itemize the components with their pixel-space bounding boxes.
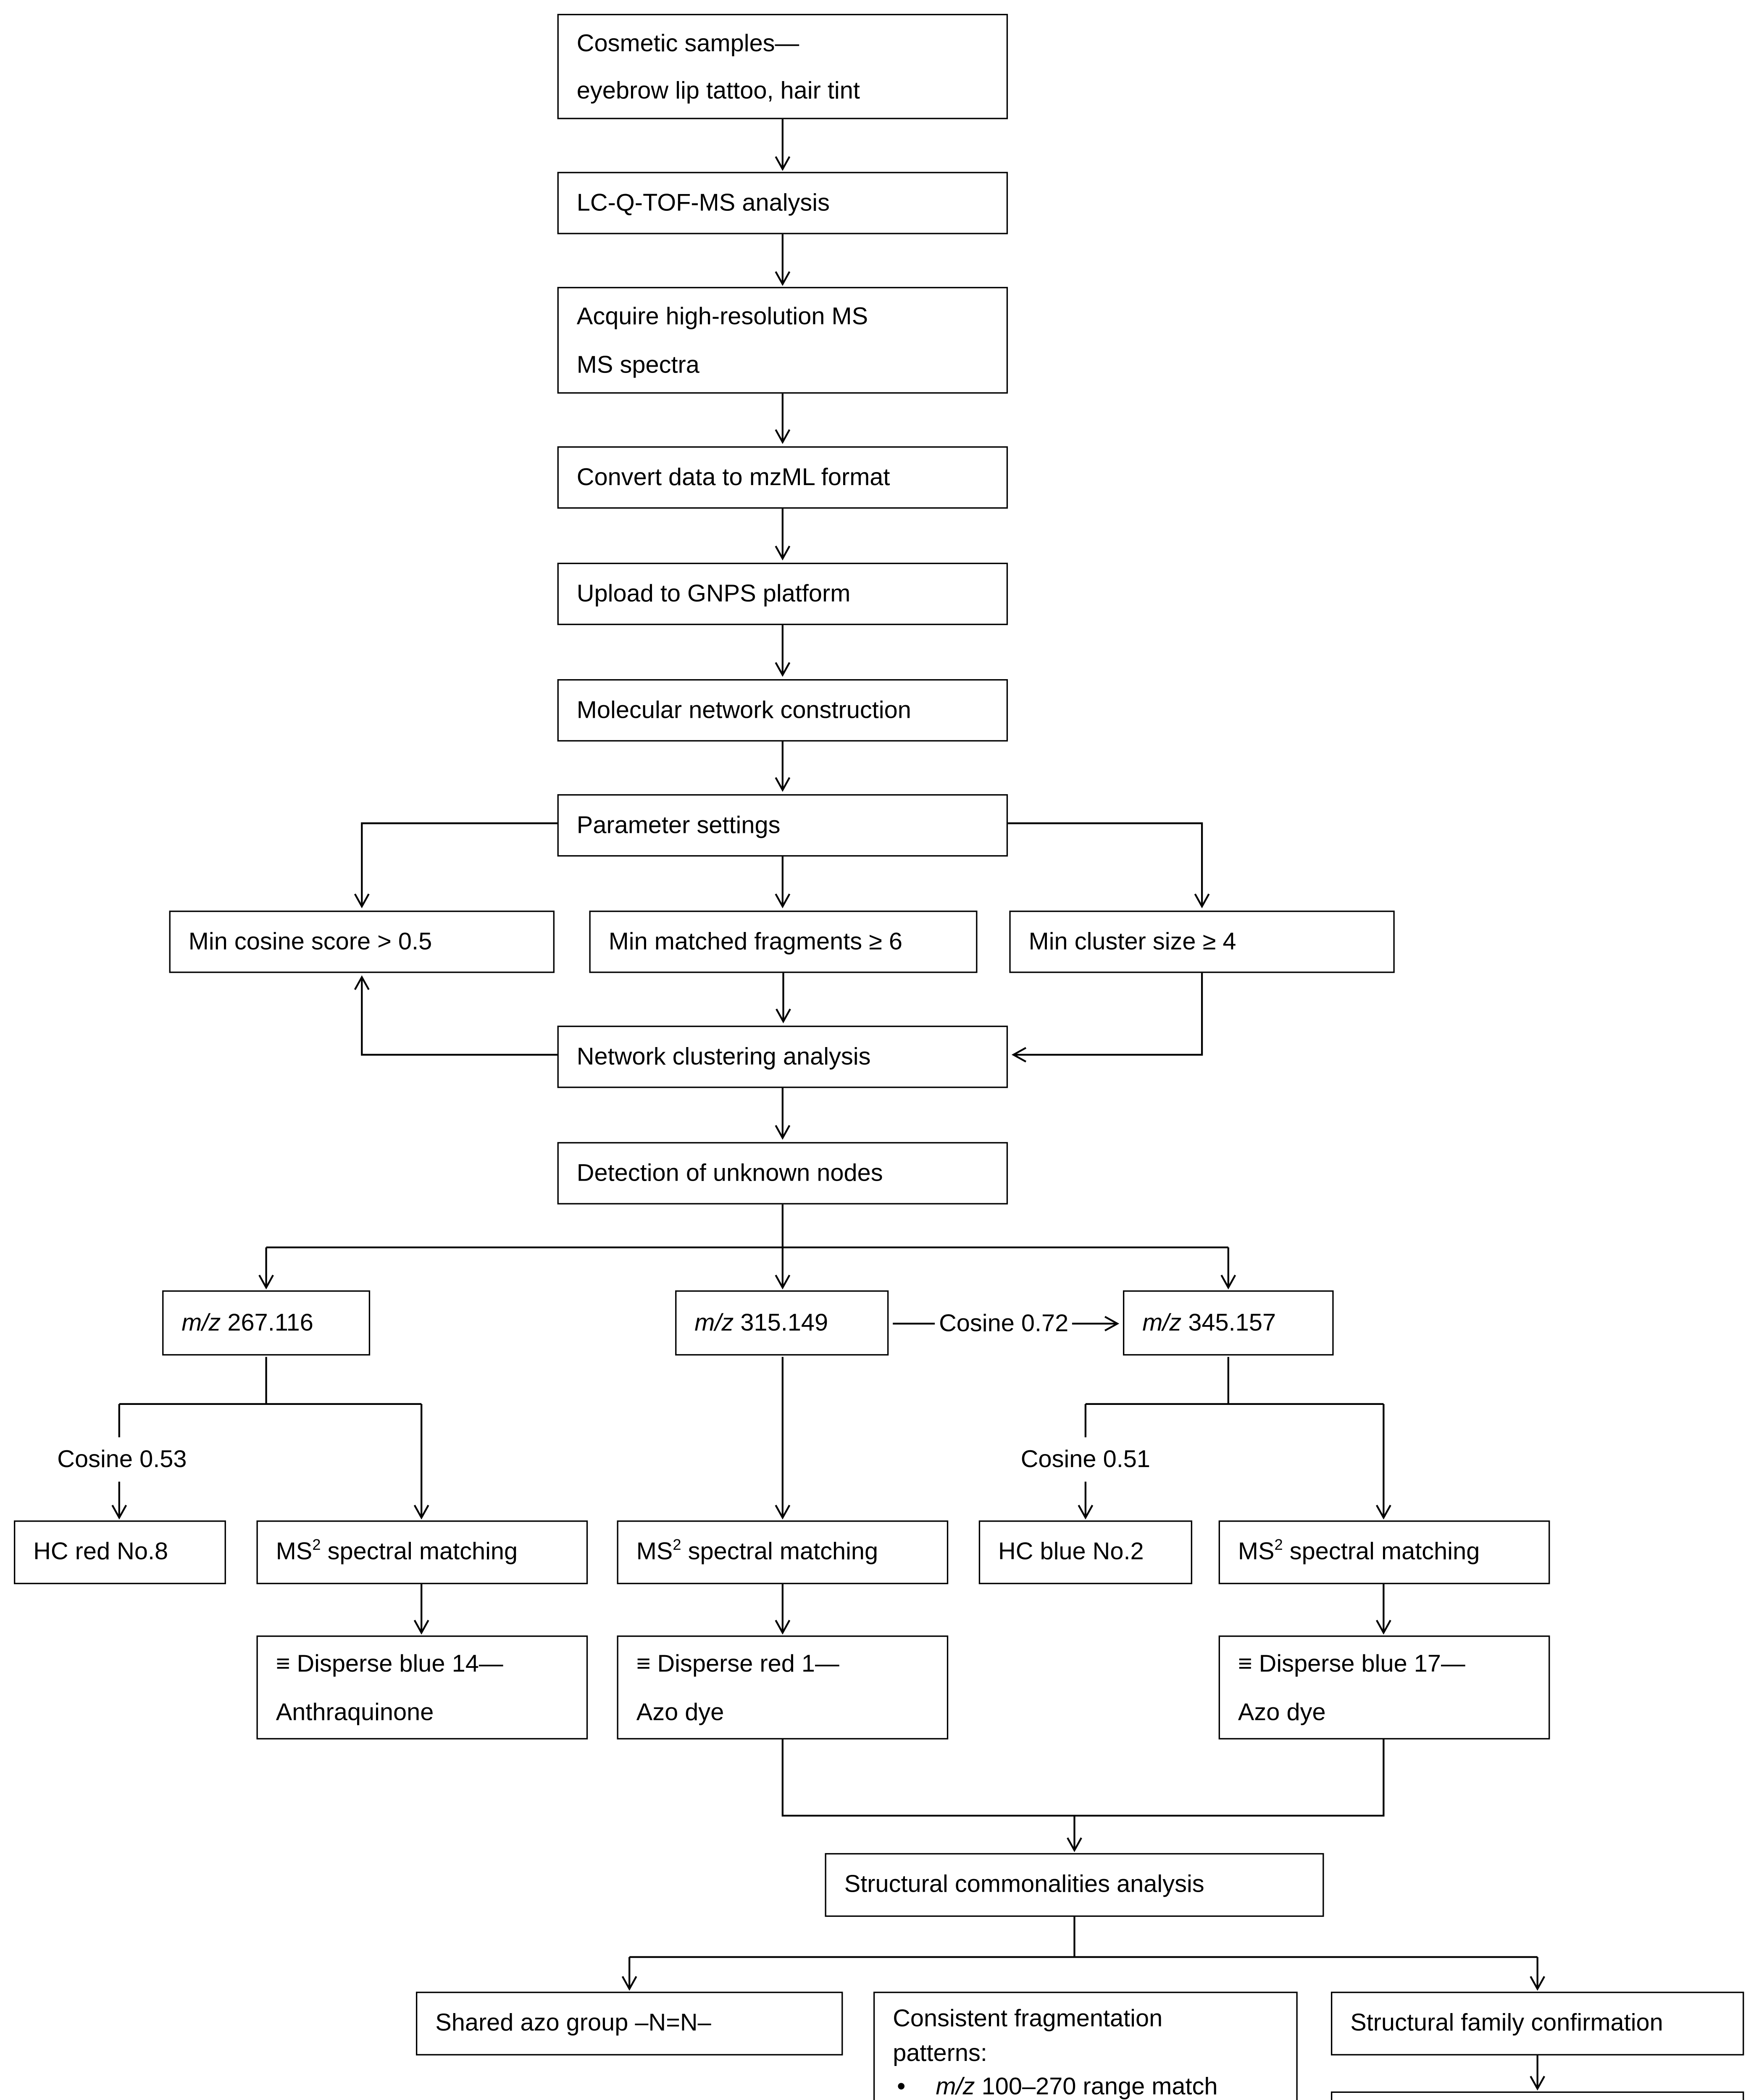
node-min-matched-fragments: Min matched fragments ≥ 6 bbox=[589, 911, 978, 973]
node-hc-blue-no2: HC blue No.2 bbox=[978, 1520, 1192, 1584]
node-label: Min cosine score > 0.5 bbox=[188, 927, 432, 955]
node-label-line: Azo dye bbox=[636, 1697, 724, 1725]
node-ms2-spectral-matching-right: MS2 spectral matching bbox=[1218, 1520, 1550, 1584]
ms2-post: spectral matching bbox=[681, 1537, 878, 1565]
node-convert-mzml: Convert data to mzML format bbox=[557, 446, 1008, 509]
edge-label-cosine-053: Cosine 0.53 bbox=[53, 1445, 191, 1474]
bullet-text: 100–270 range match bbox=[975, 2072, 1218, 2100]
node-lcqtofms-analysis: LC-Q-TOF-MS analysis bbox=[557, 172, 1008, 234]
node-disperse-blue-17: ≡ Disperse blue 17— Azo dye bbox=[1218, 1635, 1550, 1740]
node-label: Detection of unknown nodes bbox=[576, 1158, 883, 1186]
ms2-sup: 2 bbox=[673, 1537, 681, 1554]
node-mz-345: m/z 345.157 bbox=[1123, 1290, 1334, 1356]
ms2-post: spectral matching bbox=[1283, 1537, 1480, 1565]
node-label: MS2 spectral matching bbox=[276, 1537, 518, 1567]
node-label: HC red No.8 bbox=[33, 1537, 168, 1565]
node-structural-commonalities: Structural commonalities analysis bbox=[825, 1853, 1324, 1917]
node-detection-unknown-nodes: Detection of unknown nodes bbox=[557, 1142, 1008, 1205]
node-label: Convert data to mzML format bbox=[576, 462, 890, 490]
edge-label-cosine-072: Cosine 0.72 bbox=[935, 1309, 1073, 1339]
node-label-line: ≡ Disperse red 1— bbox=[636, 1650, 839, 1678]
mz-value: 267.116 bbox=[221, 1307, 313, 1336]
mz-italic: m/z bbox=[694, 1307, 734, 1336]
node-label: MS2 spectral matching bbox=[1238, 1537, 1480, 1567]
bullet-item-mz-range: • m/z 100–270 range match bbox=[893, 2069, 1217, 2100]
mz-value: 345.157 bbox=[1181, 1307, 1276, 1336]
node-min-cluster-size: Min cluster size ≥ 4 bbox=[1009, 911, 1395, 973]
edge-label-cosine-051: Cosine 0.51 bbox=[1016, 1445, 1154, 1474]
node-label: MS2 spectral matching bbox=[636, 1537, 878, 1567]
node-label: LC-Q-TOF-MS analysis bbox=[576, 188, 830, 216]
edge-parameter-to-min-cosine bbox=[354, 822, 557, 908]
mz-value: 315.149 bbox=[734, 1307, 828, 1336]
ms2-sup: 2 bbox=[312, 1537, 321, 1554]
node-shared-azo-group: Shared azo group –N=N– bbox=[416, 1992, 843, 2055]
mz-italic: m/z bbox=[181, 1307, 221, 1336]
mz-italic: m/z bbox=[936, 2072, 975, 2100]
node-label-line: eyebrow lip tattoo, hair tint bbox=[576, 76, 860, 104]
node-label: Upload to GNPS platform bbox=[576, 578, 851, 606]
node-label: m/z 267.116 bbox=[181, 1308, 313, 1338]
ms2-sup: 2 bbox=[1274, 1537, 1283, 1554]
bullet-icon: • bbox=[897, 2072, 906, 2100]
node-mz-315: m/z 315.149 bbox=[675, 1290, 889, 1356]
node-label: Shared azo group –N=N– bbox=[435, 2008, 711, 2036]
node-azo-dye-derivatives-family: Azo dye derivatives family bbox=[1331, 2091, 1744, 2100]
node-upload-gnps: Upload to GNPS platform bbox=[557, 562, 1008, 625]
node-label-line: Consistent fragmentation bbox=[893, 2004, 1163, 2032]
node-label: Structural family confirmation bbox=[1350, 2008, 1663, 2036]
node-label: Min matched fragments ≥ 6 bbox=[608, 927, 903, 955]
node-label: m/z 315.149 bbox=[694, 1308, 828, 1338]
node-min-cosine-score: Min cosine score > 0.5 bbox=[169, 911, 555, 973]
node-label: m/z 345.157 bbox=[1142, 1308, 1276, 1338]
ms2-pre: MS bbox=[1238, 1537, 1275, 1565]
ms2-pre: MS bbox=[276, 1537, 313, 1565]
node-label-line: Acquire high-resolution MS bbox=[576, 302, 868, 331]
node-cosmetic-samples: Cosmetic samples— eyebrow lip tattoo, ha… bbox=[557, 14, 1008, 119]
edge-parameter-to-min-cluster bbox=[1008, 822, 1210, 908]
node-label-line: Anthraquinone bbox=[276, 1697, 434, 1725]
edge-min-cluster-to-network bbox=[1011, 973, 1203, 1063]
ms2-pre: MS bbox=[636, 1537, 673, 1565]
node-label-line: Cosmetic samples— bbox=[576, 29, 799, 57]
node-label: Parameter settings bbox=[576, 810, 781, 838]
node-disperse-red-1: ≡ Disperse red 1— Azo dye bbox=[617, 1635, 949, 1740]
node-consistent-fragmentation: Consistent fragmentation patterns: • m/z … bbox=[873, 1992, 1298, 2100]
node-label: Molecular network construction bbox=[576, 695, 911, 723]
edge-network-to-min-cosine bbox=[354, 975, 557, 1056]
edge-disperse-merge-line bbox=[781, 1739, 1385, 1817]
node-label: Structural commonalities analysis bbox=[844, 1869, 1204, 1898]
node-disperse-blue-14: ≡ Disperse blue 14— Anthraquinone bbox=[256, 1635, 588, 1740]
node-ms2-spectral-matching-mid: MS2 spectral matching bbox=[617, 1520, 949, 1584]
node-label: HC blue No.2 bbox=[998, 1537, 1144, 1565]
node-label-line: patterns: bbox=[893, 2038, 987, 2066]
node-mz-267: m/z 267.116 bbox=[162, 1290, 371, 1356]
node-label: Min cluster size ≥ 4 bbox=[1028, 927, 1236, 955]
mz-italic: m/z bbox=[1142, 1307, 1182, 1336]
node-label-line: ≡ Disperse blue 17— bbox=[1238, 1650, 1465, 1678]
ms2-post: spectral matching bbox=[321, 1537, 518, 1565]
node-label-line: MS spectra bbox=[576, 350, 699, 378]
node-parameter-settings: Parameter settings bbox=[557, 794, 1008, 857]
node-molecular-network-construction: Molecular network construction bbox=[557, 679, 1008, 742]
node-acquire-ms-spectra: Acquire high-resolution MS MS spectra bbox=[557, 287, 1008, 394]
node-hc-red-no8: HC red No.8 bbox=[14, 1520, 226, 1584]
node-structural-family-confirmation: Structural family confirmation bbox=[1331, 1992, 1744, 2055]
node-ms2-spectral-matching-left: MS2 spectral matching bbox=[256, 1520, 588, 1584]
node-label-line: ≡ Disperse blue 14— bbox=[276, 1650, 503, 1678]
node-label-line: Azo dye bbox=[1238, 1697, 1326, 1725]
node-network-clustering-analysis: Network clustering analysis bbox=[557, 1026, 1008, 1088]
node-label: Network clustering analysis bbox=[576, 1042, 871, 1070]
